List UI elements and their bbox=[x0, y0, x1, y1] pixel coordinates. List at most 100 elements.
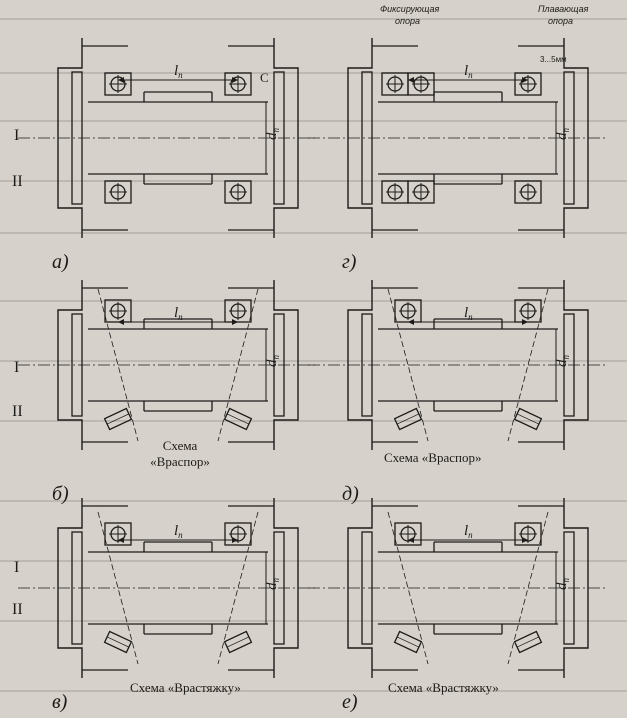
dim-l-label: lп bbox=[174, 305, 183, 322]
row-label-I-3: I bbox=[14, 559, 19, 576]
dim-d-label: dп bbox=[264, 355, 281, 368]
panel-b: lп dп bbox=[18, 280, 318, 450]
panel-letter-d: д) bbox=[342, 483, 359, 505]
row-label-I-2: I bbox=[14, 359, 19, 376]
dim-l-sub: п bbox=[178, 70, 183, 80]
dim-d-label: dп bbox=[264, 578, 281, 591]
gap-label: 3...5мм bbox=[540, 55, 567, 64]
dim-l-sub: п bbox=[178, 312, 183, 322]
dim-l-label: lп bbox=[464, 63, 473, 80]
dim-arrow-right bbox=[522, 319, 528, 325]
panel-e: lп dп bbox=[308, 498, 608, 678]
dim-arrow-right bbox=[232, 77, 238, 83]
dim-arrow-right bbox=[522, 537, 528, 543]
roller-left-bot bbox=[393, 630, 423, 654]
dim-d-label: dп bbox=[554, 355, 571, 368]
contact-line-left bbox=[387, 511, 429, 665]
dim-arrow-left bbox=[118, 77, 124, 83]
dim-l-label: lп bbox=[174, 63, 183, 80]
row-label-II-2: II bbox=[12, 403, 23, 420]
dim-arrow-left bbox=[118, 537, 124, 543]
panel-letter-a: а) bbox=[52, 251, 69, 273]
bearing-left-top bbox=[104, 522, 132, 546]
dim-l-label: lп bbox=[464, 305, 473, 322]
contact-line-right bbox=[507, 511, 549, 665]
dim-arrow-right bbox=[522, 77, 528, 83]
bearing-left-top bbox=[394, 522, 422, 546]
bearing-right-top bbox=[514, 299, 542, 323]
row-label-II-1: II bbox=[12, 173, 23, 190]
contact-line-left bbox=[387, 288, 429, 442]
dim-l-sub: п bbox=[468, 70, 473, 80]
bearing-left-top bbox=[104, 299, 132, 323]
dim-d-sub: п bbox=[271, 355, 281, 360]
dim-arrow-right bbox=[232, 319, 238, 325]
dim-l-sub: п bbox=[178, 530, 183, 540]
dim-d-label: dп bbox=[264, 128, 281, 141]
bearing-right-top bbox=[224, 522, 252, 546]
bearing-left-top-a bbox=[381, 72, 409, 96]
contact-line-right bbox=[217, 511, 259, 665]
bearing-left-bot bbox=[104, 180, 132, 204]
bearing-left-top bbox=[104, 72, 132, 96]
bearing-left-top-b bbox=[407, 72, 435, 96]
bearing-right-top bbox=[224, 72, 252, 96]
dim-l-label: lп bbox=[464, 523, 473, 540]
roller-left-bot bbox=[103, 630, 133, 654]
roller-axis bbox=[516, 413, 540, 425]
dim-d-sub: п bbox=[561, 128, 571, 133]
dim-arrow-left bbox=[408, 77, 414, 83]
bearing-ring bbox=[514, 180, 542, 204]
bearing-ring bbox=[104, 522, 132, 546]
dim-l-label: lп bbox=[174, 523, 183, 540]
roller-axis bbox=[396, 636, 420, 648]
roller-left-bot bbox=[393, 407, 423, 431]
roller-axis bbox=[226, 413, 250, 425]
bearing-left-bot-b bbox=[407, 180, 435, 204]
dim-arrow-left bbox=[408, 319, 414, 325]
dim-arrow-right bbox=[232, 537, 238, 543]
bearing-left-top bbox=[394, 299, 422, 323]
bearing-left-bot-a bbox=[381, 180, 409, 204]
roller-axis bbox=[106, 413, 130, 425]
bearing-ring bbox=[394, 522, 422, 546]
clearance-label: C bbox=[260, 70, 269, 85]
roller-left-bot bbox=[103, 407, 133, 431]
dim-l-sub: п bbox=[468, 530, 473, 540]
caption-b: Схема«Враспор» bbox=[150, 438, 210, 469]
roller-right-bot bbox=[223, 407, 253, 431]
dim-arrow-left bbox=[118, 319, 124, 325]
contact-line-left bbox=[97, 288, 139, 442]
dim-l-sub: п bbox=[468, 312, 473, 322]
roller-axis bbox=[516, 636, 540, 648]
row-label-II-3: II bbox=[12, 601, 23, 618]
caption-v: Схема «Врастяжку» bbox=[130, 680, 241, 695]
row-label-I-1: I bbox=[14, 127, 19, 144]
roller-right-bot bbox=[223, 630, 253, 654]
roller-axis bbox=[106, 636, 130, 648]
bearing-ring bbox=[407, 180, 435, 204]
caption-e: Схема «Врастяжку» bbox=[388, 680, 499, 695]
bearing-ring bbox=[224, 522, 252, 546]
bearing-right-bot bbox=[514, 180, 542, 204]
roller-axis bbox=[226, 636, 250, 648]
dim-arrow-left bbox=[408, 537, 414, 543]
bearing-ring bbox=[407, 72, 435, 96]
bearing-ring bbox=[514, 522, 542, 546]
panel-a: lп dп C bbox=[18, 38, 318, 238]
bearing-ring bbox=[224, 72, 252, 96]
panel-letter-g: г) bbox=[342, 251, 357, 273]
contact-line-right bbox=[507, 288, 549, 442]
contact-line-left bbox=[97, 511, 139, 665]
dim-d-sub: п bbox=[271, 128, 281, 133]
panel-d: lп dп bbox=[308, 280, 608, 450]
bearing-right-top bbox=[514, 72, 542, 96]
dim-d-label: dп bbox=[554, 578, 571, 591]
bearing-ring bbox=[104, 180, 132, 204]
